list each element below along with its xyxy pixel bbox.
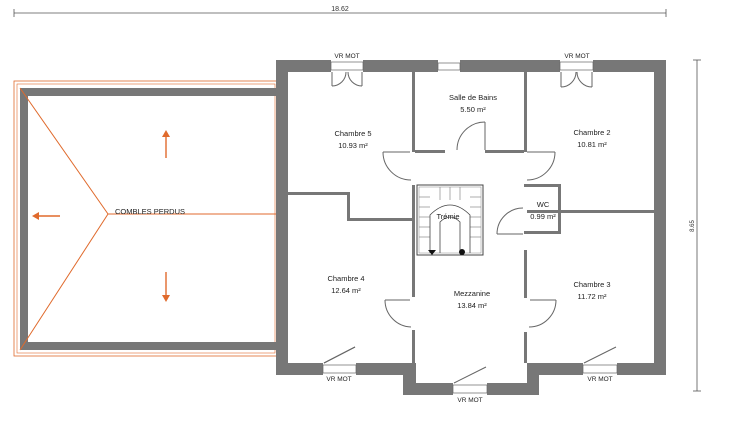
room-area: 11.72 m² — [577, 292, 607, 301]
room-area: 0.99 m² — [530, 212, 556, 221]
room-name: WC — [537, 200, 550, 209]
room-name: Chambre 2 — [573, 128, 610, 137]
stair-arrow-icon — [428, 250, 436, 255]
window-chambre5 — [330, 61, 364, 87]
room-area: 10.81 m² — [577, 140, 607, 149]
height-dimension-label: 8.65 — [690, 220, 696, 232]
room-name: Salle de Bains — [449, 93, 497, 102]
room-name: Chambre 5 — [334, 129, 371, 138]
window-chambre4 — [322, 346, 357, 374]
windows — [322, 61, 618, 394]
window-label: VR MOT — [326, 376, 351, 383]
window-label: VR MOT — [587, 376, 612, 383]
window-mezzanine — [452, 366, 488, 394]
room-name: Trémie — [436, 212, 459, 221]
room-name: Mezzanine — [454, 289, 490, 298]
arrow-left-icon — [32, 212, 39, 220]
window-label: VR MOT — [564, 53, 589, 60]
room-name: Chambre 4 — [327, 274, 364, 283]
arrow-down-icon — [162, 295, 170, 302]
stairwell — [416, 184, 484, 256]
room-area: 10.93 m² — [338, 141, 368, 150]
width-dimension-label: 18.62 — [331, 6, 349, 13]
attic-area: COMBLES PERDUS — [13, 80, 279, 357]
room-area: 12.64 m² — [331, 286, 361, 295]
room-labels: Chambre 5 10.93 m² Salle de Bains 5.50 m… — [327, 93, 610, 310]
window-labels: VR MOT VR MOT VR MOT VR MOT VR MOT — [326, 53, 612, 404]
window-chambre2 — [559, 61, 594, 88]
doors — [382, 121, 557, 328]
arrow-up-icon — [162, 130, 170, 137]
window-label: VR MOT — [334, 53, 359, 60]
room-area: 5.50 m² — [460, 105, 486, 114]
top-dimension: 18.62 — [13, 6, 667, 17]
room-name: Chambre 3 — [573, 280, 610, 289]
room-area: 13.84 m² — [457, 301, 487, 310]
right-dimension: 8.65 — [690, 59, 701, 392]
window-chambre3 — [582, 346, 618, 374]
walls — [276, 60, 666, 395]
attic-label: COMBLES PERDUS — [115, 207, 185, 216]
window-label: VR MOT — [457, 397, 482, 404]
